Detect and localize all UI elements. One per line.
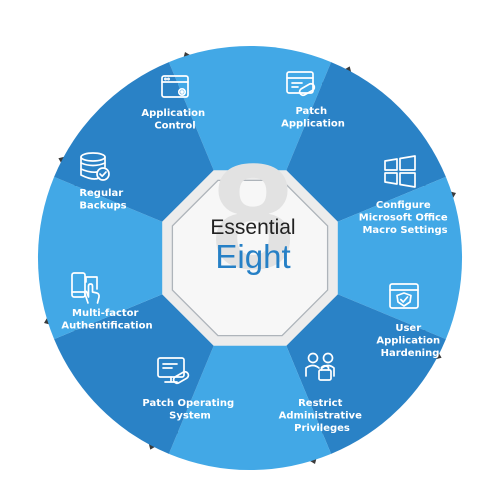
segment-5-wedge bbox=[54, 290, 218, 454]
segment-6-wedge bbox=[37, 176, 171, 340]
segment-2-wedge bbox=[329, 176, 463, 340]
segment-4-wedge bbox=[168, 337, 332, 471]
center-title-top: Essential bbox=[210, 216, 295, 239]
segment-labels: Application Control Patch Application Co… bbox=[61, 106, 451, 434]
segment-3-label: User Application Hardening bbox=[376, 323, 443, 359]
database-check-icon bbox=[80, 152, 110, 181]
segment-4-label: Restrict Administrative Privileges bbox=[279, 398, 366, 434]
segment-7-wedge bbox=[54, 62, 218, 226]
segment-5-label: Patch Operating System bbox=[142, 398, 237, 422]
segment-7-label: Regular Backups bbox=[79, 188, 126, 212]
segment-wedges bbox=[37, 45, 463, 471]
segment-2-label: Configure Microsoft Office Macro Setting… bbox=[359, 200, 451, 236]
center-watermark: 8 bbox=[211, 132, 294, 300]
segment-6-label: Multi-factor Authentification bbox=[61, 308, 152, 332]
patch-window-icon bbox=[286, 71, 316, 97]
windows-logo-icon bbox=[384, 155, 416, 188]
app-window-gear-icon bbox=[161, 75, 189, 98]
segment-3-wedge bbox=[282, 290, 446, 454]
devices-touch-icon bbox=[71, 272, 100, 304]
segment-1-wedge bbox=[282, 62, 446, 226]
segment-0-label: Application Control bbox=[141, 108, 208, 132]
shield-window-icon bbox=[389, 283, 419, 309]
segment-1-label: Patch Application bbox=[281, 106, 345, 130]
center-octagon-inner bbox=[171, 179, 329, 337]
segment-0-wedge bbox=[168, 45, 332, 179]
center-title-main: Eight bbox=[215, 238, 290, 275]
monitor-patch-icon bbox=[157, 357, 190, 385]
users-lock-icon bbox=[305, 352, 335, 381]
